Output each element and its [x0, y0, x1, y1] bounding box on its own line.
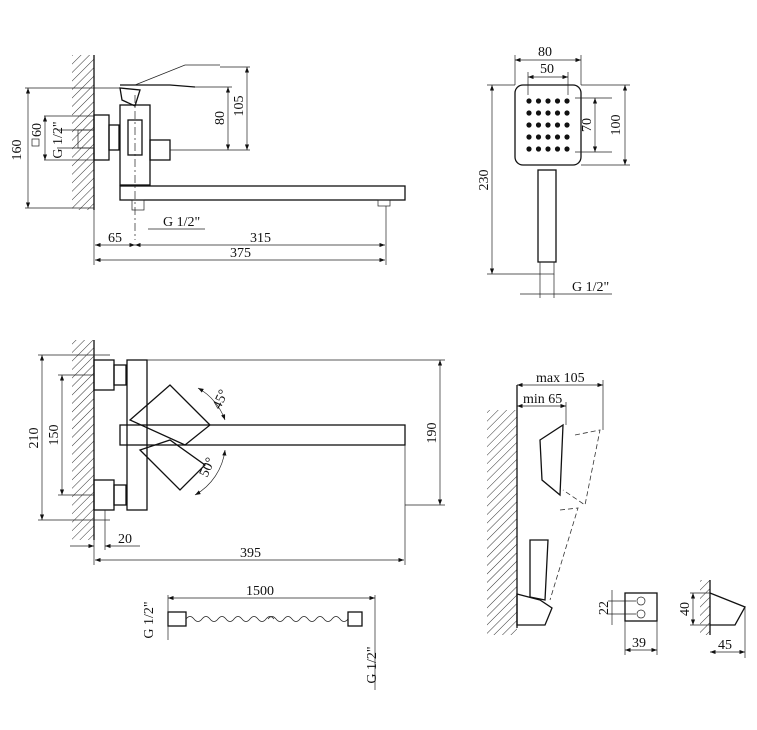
nozzle-dot	[545, 146, 551, 152]
dim-315: 315	[250, 231, 271, 246]
faucet-top-view: 45° 50° 210 150 190 20 395	[27, 340, 445, 565]
dim-20: 20	[118, 532, 132, 547]
nozzle-dot	[535, 110, 542, 116]
nozzle-dot	[564, 134, 570, 140]
min-65: min 65	[523, 392, 562, 407]
holder-views: max 105 min 65 22 39 40 45	[487, 371, 746, 658]
dim-150: 150	[47, 425, 62, 446]
faucet-side-view: 160 60 G 1/2" 80 105 G 1/2" 65 315 375	[10, 55, 406, 265]
nozzle-dot	[526, 134, 532, 140]
nozzle-dot	[564, 110, 570, 116]
dim-65: 65	[108, 231, 122, 246]
dim-100: 100	[609, 115, 624, 136]
wall-hatch	[72, 55, 94, 210]
dim-160: 160	[10, 140, 25, 161]
dim-105: 105	[232, 96, 247, 117]
dim-190: 190	[425, 423, 440, 444]
dim-g-inlet: G 1/2"	[51, 121, 66, 158]
nozzle-dot	[545, 122, 551, 128]
nozzle-dot	[526, 110, 532, 116]
nozzle-dot	[545, 98, 551, 104]
dim-22: 22	[597, 601, 612, 615]
nozzle-dot	[535, 98, 542, 104]
dim-230: 230	[477, 170, 492, 191]
nozzle-dot	[564, 98, 570, 104]
nozzle-dot	[526, 122, 532, 128]
nozzle-dot	[526, 146, 532, 152]
dim-g-shower: G 1/2"	[572, 280, 609, 295]
dim-1500: 1500	[246, 584, 274, 599]
nozzle-grid	[526, 98, 570, 152]
dim-80: 80	[213, 111, 228, 125]
nozzle-dot	[564, 122, 570, 128]
dim-39: 39	[632, 636, 646, 651]
max-105: max 105	[536, 371, 585, 386]
dim-g-outlet: G 1/2"	[163, 215, 200, 230]
nozzle-dot	[545, 134, 551, 140]
nozzle-dot	[564, 146, 570, 152]
dim-70: 70	[580, 118, 595, 132]
nozzle-dot	[554, 110, 561, 116]
dim-g-hose-right: G 1/2"	[365, 646, 380, 683]
hose-view: 1500 G 1/2" G 1/2"	[142, 584, 380, 690]
dim-375: 375	[230, 246, 251, 261]
dim-square-60: 60	[30, 123, 45, 137]
nozzle-dot	[526, 98, 532, 104]
nozzle-dot	[554, 98, 561, 104]
nozzle-dot	[535, 146, 542, 152]
dim-g-hose-left: G 1/2"	[142, 601, 157, 638]
dim-80-width: 80	[538, 45, 552, 60]
nozzle-dot	[545, 110, 551, 116]
angle-45: 45°	[210, 388, 232, 412]
nozzle-dot	[535, 122, 542, 128]
dim-210: 210	[27, 428, 42, 449]
dim-45: 45	[718, 638, 732, 653]
dim-50-width: 50	[540, 62, 554, 77]
dim-40: 40	[678, 602, 693, 616]
nozzle-dot	[535, 134, 542, 140]
square-icon	[31, 138, 40, 147]
dim-395: 395	[240, 546, 261, 561]
nozzle-dot	[554, 134, 561, 140]
hand-shower-view: 80 50 70 100 230 G 1/2"	[477, 45, 630, 298]
nozzle-dot	[554, 146, 561, 152]
nozzle-dot	[554, 122, 561, 128]
